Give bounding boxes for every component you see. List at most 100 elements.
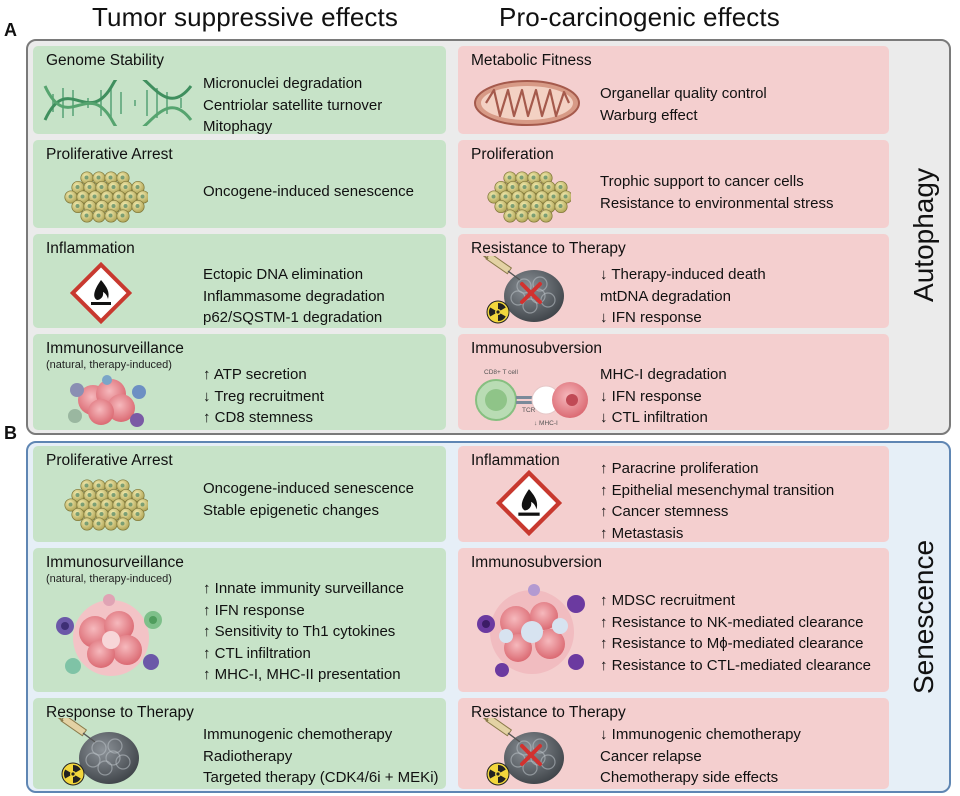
panel-items: Immunogenic chemotherapy Radiotherapy Ta… [203,724,439,789]
panel-item: ↑ Epithelial mesenchymal transition [600,481,835,499]
tcell-interaction-icon: CD8+ T cell TCR ↓ MHC-I [475,369,588,427]
panel-item: ↑ CTL infiltration [203,644,311,662]
panel-subtitle: (natural, therapy-induced) [46,573,172,585]
panel-proliferation: Proliferation Trophic support to cancer … [458,140,889,228]
cell-cluster-icon [487,171,571,223]
panel-items: Ectopic DNA elimination Inflammasome deg… [203,264,385,328]
panel-immunosubversion: Immunosubversion ↑ MDSC recruitment ↑ Re… [458,548,889,692]
panel-inflammation: Inflammation Ectopic DNA elimination Inf… [33,234,446,328]
panel-item: Radiotherapy [203,747,293,765]
panel-items: Oncogene-induced senescence [203,181,414,203]
section-a-letter: A [4,20,17,40]
panel-items: ↑ ATP secretion ↓ Treg recruitment ↑ CD8… [203,364,324,429]
panel-immunosubversion: Immunosubversion CD8+ T cell TCR ↓ MHC-I… [458,334,889,430]
panel-item: ↑ Paracrine proliferation [600,460,759,477]
panel-item: ↓ Treg recruitment [203,387,324,405]
cell-cluster-icon [64,171,148,223]
panel-item: Organellar quality control [600,85,767,102]
panel-title: Response to Therapy [46,704,194,721]
flame-hazard-icon [70,262,132,324]
panel-title: Resistance to Therapy [471,240,626,257]
panel-item: mtDNA degradation [600,287,731,305]
panel-item: ↓ CTL infiltration [600,409,708,426]
panel-item: Cancer relapse [600,747,702,765]
tcell-label: CD8+ T cell [484,369,518,376]
panel-resistance-to-therapy: Resistance to Therapy ↓ Therapy-induced … [458,234,889,328]
senescence-side-label: Senescence [908,539,939,695]
panel-immunosurveillance: Immunosurveillance (natural, therapy-ind… [33,548,446,692]
panel-immunosurveillance: Immunosurveillance (natural, therapy-ind… [33,334,446,430]
panel-title: Immunosubversion [471,340,602,357]
tumor-syringe-radiation-icon [57,718,139,786]
panel-title: Resistance to Therapy [471,704,626,721]
panel-item: ↓ IFN response [600,309,702,326]
panel-items: Trophic support to cancer cells Resistan… [600,171,833,214]
panel-item: Resistance to environmental stress [600,194,834,212]
panel-item: Mitophagy [203,118,273,134]
panel-item: ↑ IFN response [203,601,305,619]
panel-item: Micronuclei degradation [203,75,363,92]
panel-item: Trophic support to cancer cells [600,173,804,190]
panel-items: Organellar quality control Warburg effec… [600,83,767,126]
dna-helix-icon [43,80,193,126]
panel-items: ↑ MDSC recruitment ↑ Resistance to NK-me… [600,590,871,676]
panel-item: Immunogenic chemotherapy [203,726,393,743]
panel-title: Immunosurveillance [46,554,184,571]
panel-item: Oncogene-induced senescence [203,183,414,200]
panel-item: ↑ Metastasis [600,524,684,542]
panel-item: Centriolar satellite turnover [203,96,383,114]
section-b-letter: B [4,423,17,443]
panel-item: Inflammasome degradation [203,287,385,305]
panel-items: MHC-I degradation ↓ IFN response ↓ CTL i… [600,364,727,429]
mitochondrion-icon [474,80,580,126]
panel-title: Immunosurveillance [46,340,184,357]
panel-item: Chemotherapy side effects [600,769,779,786]
panel-genome-stability: Genome Stability Micronuclei degradation… [33,46,446,134]
panel-item: MHC-I degradation [600,366,727,383]
panel-items: Oncogene-induced senescence Stable epige… [203,478,414,521]
panel-item: ↑ CD8 stemness [203,409,314,426]
mhc-label: ↓ MHC-I [534,420,558,427]
panel-item: ↑ Resistance to Mϕ-mediated clearance [600,635,864,652]
panel-title: Metabolic Fitness [471,52,592,69]
panel-title: Immunosubversion [471,554,602,571]
panel-items: Micronuclei degradation Centriolar satel… [203,73,382,134]
panel-title: Proliferative Arrest [46,452,173,469]
senescence-section: Senescence Proliferative Arrest Oncogene… [26,441,951,793]
panel-title: Proliferation [471,146,554,163]
panel-items: ↓ Therapy-induced death mtDNA degradatio… [600,264,766,328]
panel-metabolic-fitness: Metabolic Fitness Organellar quality con… [458,46,889,134]
panel-proliferative-arrest: Proliferative Arrest Oncogene-induced se… [33,140,446,228]
panel-title: Inflammation [471,452,560,469]
panel-item: ↑ Cancer stemness [600,503,729,520]
panel-items: ↑ Innate immunity surveillance ↑ IFN res… [203,578,404,686]
panel-subtitle: (natural, therapy-induced) [46,359,172,371]
panel-item: Warburg effect [600,106,698,124]
panel-item: ↑ Sensitivity to Th1 cytokines [203,623,396,640]
panel-item: ↑ Resistance to CTL-mediated clearance [600,656,871,674]
panel-title: Proliferative Arrest [46,146,173,163]
panel-item: p62/SQSTM-1 degradation [203,309,383,326]
tcr-label: TCR [522,407,536,414]
panel-response-to-therapy: Response to Therapy Immunogenic chemothe… [33,698,446,789]
panel-item: ↓ Therapy-induced death [600,266,766,283]
panel-item: ↓ Immunogenic chemotherapy [600,726,801,743]
panel-item: Stable epigenetic changes [203,501,379,519]
tumor-syringe-radiation-icon [482,718,564,786]
panel-items: ↓ Immunogenic chemotherapy Cancer relaps… [600,724,801,789]
panel-title: Inflammation [46,240,135,257]
panel-item: ↑ ATP secretion [203,366,307,383]
autophagy-side-label: Autophagy [908,168,939,302]
panel-item: Oncogene-induced senescence [203,480,414,497]
panel-resistance-to-therapy: Resistance to Therapy ↓ Immunogenic chem… [458,698,889,789]
panel-item: ↑ Resistance to NK-mediated clearance [600,613,864,631]
immune-cells-icon [56,594,162,676]
panel-item: ↑ MDSC recruitment [600,592,736,609]
panel-items: ↑ Paracrine proliferation ↑ Epithelial m… [600,458,834,542]
tumor-syringe-radiation-icon [482,256,564,324]
autophagy-section: Autophagy Genome Stability Micronuclei d… [26,39,951,435]
immune-cells-icon [68,375,146,427]
panel-item: ↑ Innate immunity surveillance [203,580,404,597]
panel-proliferative-arrest: Proliferative Arrest Oncogene-induced se… [33,446,446,542]
immune-cells-icon [477,584,585,677]
